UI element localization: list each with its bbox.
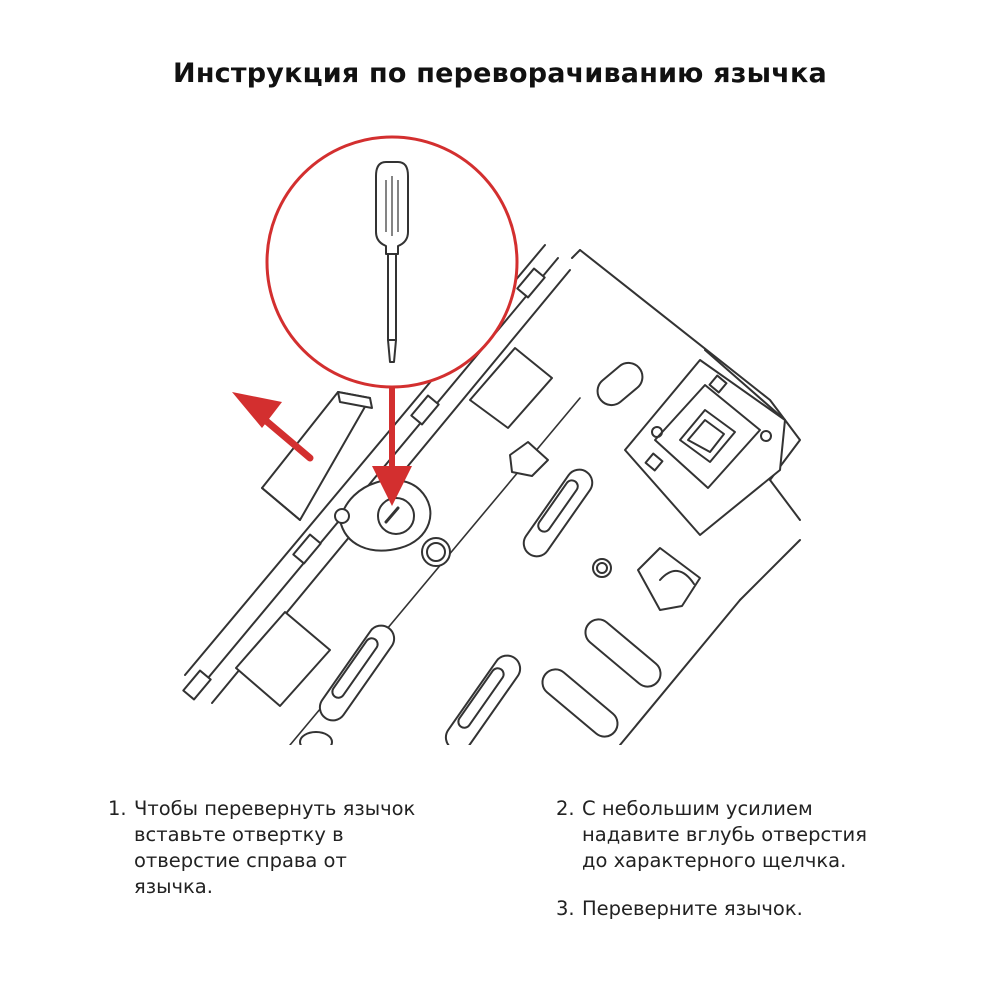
mechanism-slots bbox=[318, 361, 662, 745]
step-text: Переверните язычок. bbox=[582, 897, 803, 920]
step-3: 3. Переверните язычок. bbox=[556, 896, 956, 922]
spindle-hub bbox=[624, 359, 786, 536]
lock-body bbox=[182, 244, 801, 745]
arrow-down-icon bbox=[372, 375, 412, 506]
step-2: 2. С небольшим усилием надавите вглубь о… bbox=[556, 796, 956, 874]
step-number: 2. bbox=[556, 797, 575, 820]
screwdriver-zoom-circle bbox=[265, 135, 519, 389]
step-1: 1. Чтобы перевернуть язычок вставьте отв… bbox=[108, 796, 488, 900]
page-title: Инструкция по переворачиванию язычка bbox=[173, 58, 827, 89]
release-hole bbox=[334, 479, 432, 552]
step-number: 3. bbox=[556, 897, 575, 920]
latch-tongue bbox=[261, 391, 373, 521]
step-text: С небольшим усилием надавите вглубь отве… bbox=[582, 797, 867, 872]
step-number: 1. bbox=[108, 797, 127, 820]
steps-right-column: 2. С небольшим усилием надавите вглубь о… bbox=[556, 796, 956, 944]
screwdriver-icon bbox=[375, 161, 409, 363]
arrow-up-left-icon bbox=[232, 392, 314, 462]
steps-left-column: 1. Чтобы перевернуть язычок вставьте отв… bbox=[108, 796, 488, 922]
step-text: Чтобы перевернуть язычок вставьте отверт… bbox=[134, 797, 416, 898]
faceplate-slots bbox=[182, 267, 546, 701]
